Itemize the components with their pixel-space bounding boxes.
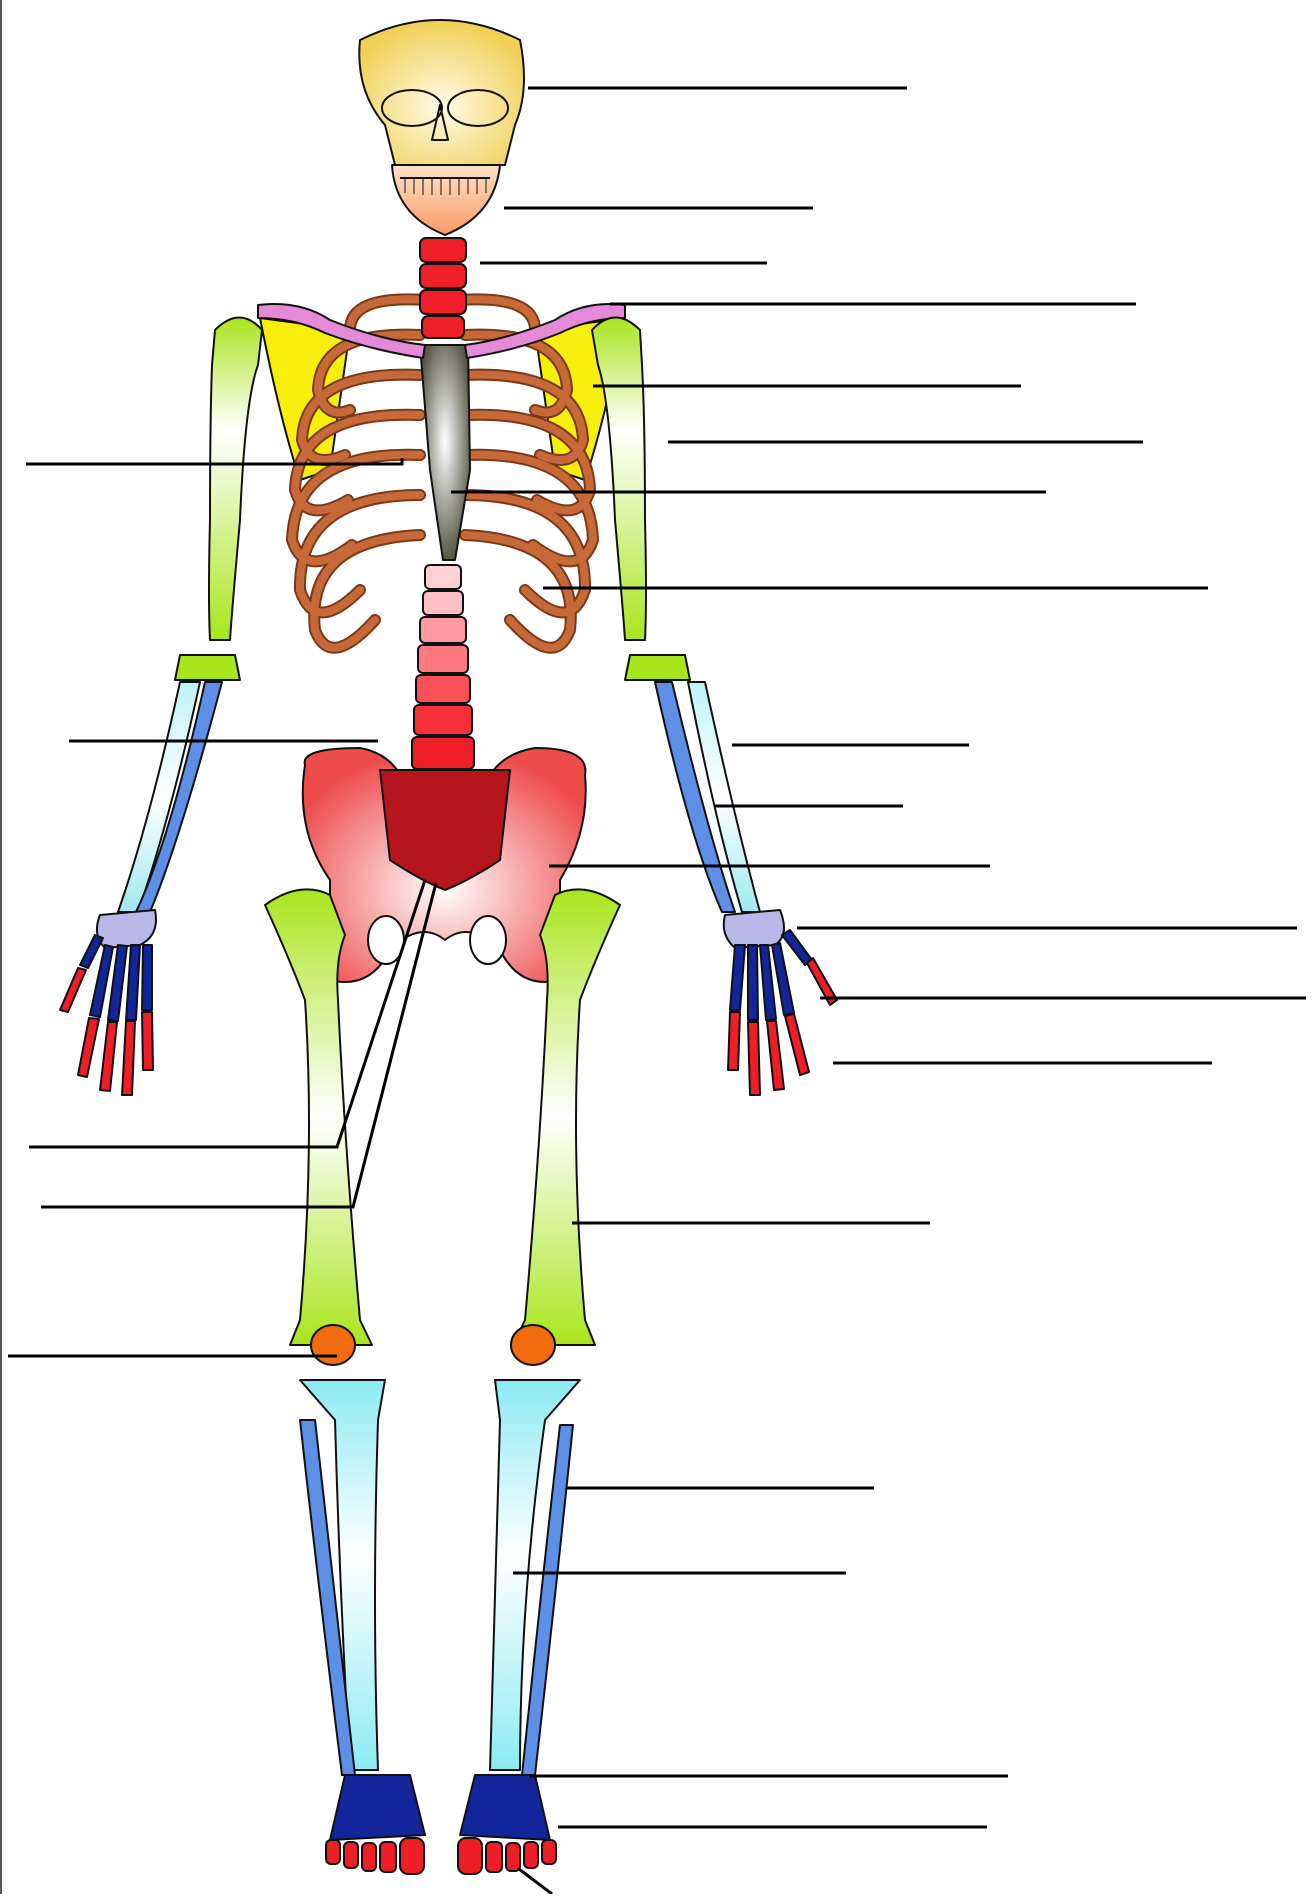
phalanges-foot <box>326 1838 556 1874</box>
mandible <box>392 165 500 235</box>
phalanges-hand <box>60 958 837 1095</box>
leader-phalanges-foot <box>519 1869 552 1894</box>
tarsals-right <box>460 1775 550 1840</box>
sternum <box>420 345 470 560</box>
humerus-left <box>209 318 262 641</box>
metacarpals <box>80 930 812 1021</box>
skull <box>359 20 524 165</box>
humerus-right <box>592 318 646 641</box>
page-border <box>0 0 2 1894</box>
patella-right <box>511 1325 555 1365</box>
tarsals-left <box>330 1775 425 1840</box>
leader-lines <box>8 88 1306 1894</box>
carpals-right <box>724 910 784 948</box>
patella-left <box>311 1325 355 1365</box>
carpals-left <box>97 910 156 948</box>
